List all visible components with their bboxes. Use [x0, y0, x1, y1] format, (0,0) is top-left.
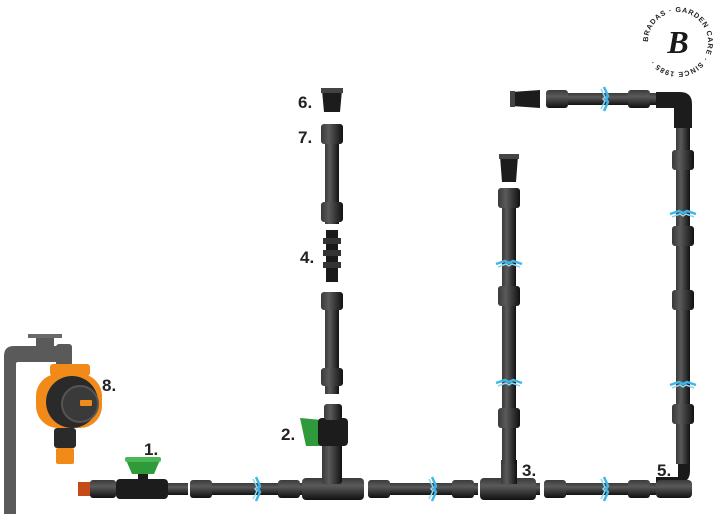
label-1: 1. — [144, 440, 158, 459]
label-2: 2. — [281, 425, 295, 444]
vertical-branch-middle — [498, 154, 520, 464]
top-pipe-run — [510, 90, 656, 108]
water-spray-icon — [251, 475, 262, 503]
bottom-pipe-run — [78, 462, 692, 498]
water-spray-icon — [494, 378, 524, 388]
water-spray-icon — [599, 475, 610, 503]
faucet — [4, 334, 72, 514]
water-spray-icon — [427, 475, 438, 503]
label-4: 4. — [300, 248, 314, 267]
label-3: 3. — [522, 461, 536, 480]
vertical-branch-right — [656, 92, 694, 464]
water-spray-icon — [494, 259, 524, 269]
water-timer — [36, 364, 102, 464]
water-spray-icon — [599, 85, 610, 113]
vertical-branch-left — [321, 88, 343, 394]
tee-connector-3 — [480, 460, 536, 500]
label-8: 8. — [102, 376, 116, 395]
valve-2 — [300, 404, 348, 446]
valve-1 — [116, 457, 168, 499]
logo-letter: B — [666, 24, 688, 60]
water-spray-icon — [668, 380, 698, 390]
label-6: 6. — [298, 93, 312, 112]
tee-connector-main — [302, 440, 364, 500]
label-5: 5. — [657, 461, 671, 480]
water-spray-icon — [668, 209, 698, 219]
bradas-logo: BRADAS · GARDEN CARE · SINCE 1985 · B — [641, 5, 714, 79]
label-7: 7. — [298, 128, 312, 147]
